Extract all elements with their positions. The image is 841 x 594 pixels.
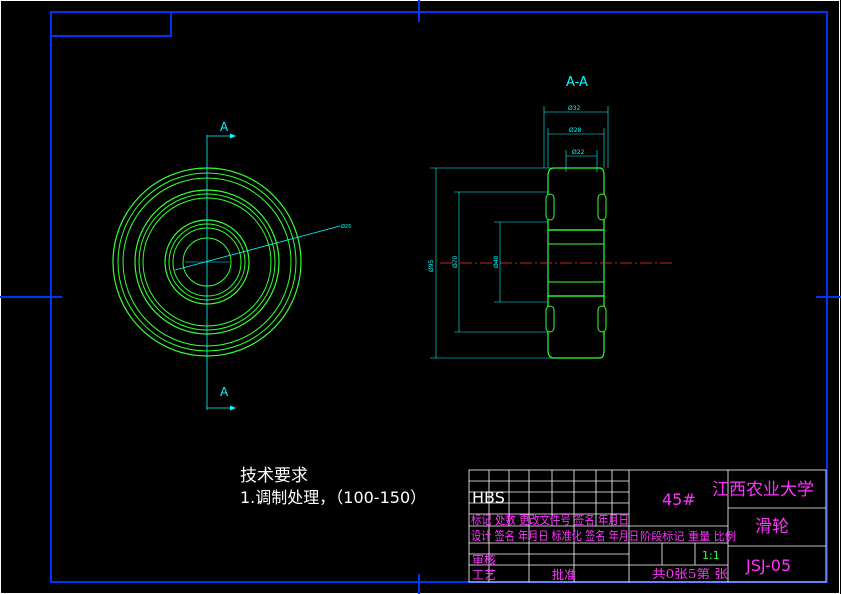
dim-d40-label: Ø40 [493,255,500,268]
dim-d28-label: Ø28 [569,127,582,134]
rim-top-profile [547,167,605,231]
dim-d32-label: Ø32 [568,105,581,112]
section-view [430,106,672,359]
dim-d25-label: Ø25 [341,223,351,230]
tb-drawing-no: JSJ-05 [745,556,791,575]
section-arrowhead-bottom [230,405,236,411]
tech-req-title: 技术要求 [240,466,308,486]
tb-row-mark: 标记 处数 更改文件号 签名 年月日 [471,512,629,527]
tb-part-name: 滑轮 [755,517,789,537]
groove-bottom-right [597,305,607,333]
tb-row-design: 设计 签名 年月日 标准化 签名 年月日 [471,528,639,543]
dim-d70-label: Ø70 [452,255,459,268]
tb-scale: 1:1 [702,549,720,562]
tb-material: 45# [662,490,696,509]
tb-school: 江西农业大学 [712,480,814,500]
groove-top-right [597,193,607,221]
tb-row-stage: 阶段标记 重量 比例 [640,529,736,543]
section-label-top: A [220,120,229,134]
tb-sheet-info: 共0张5第 张 [652,567,728,581]
groove-top-left [545,193,555,221]
title-block [468,469,827,583]
inner-frame [50,11,828,583]
dim-d95-label: Ø95 [428,259,435,272]
corner-code-box [50,11,172,37]
section-view-title: A-A [566,75,588,90]
groove-bottom-left [545,305,555,333]
tech-req-line1: 1.调制处理，（100-150） [240,488,426,507]
tech-req-hbs: HBS [472,488,505,507]
dim-d22-label: Ø22 [572,149,585,156]
section-label-bottom: A [220,385,229,399]
rim-bottom-profile [547,295,605,359]
tb-row-process: 工艺 [472,568,496,582]
tb-row-review: 审核 [472,552,496,567]
front-view [112,133,341,411]
section-arrowhead-top [230,133,236,139]
diameter-leader [174,225,341,271]
tb-row-approve: 批准 [552,567,576,582]
